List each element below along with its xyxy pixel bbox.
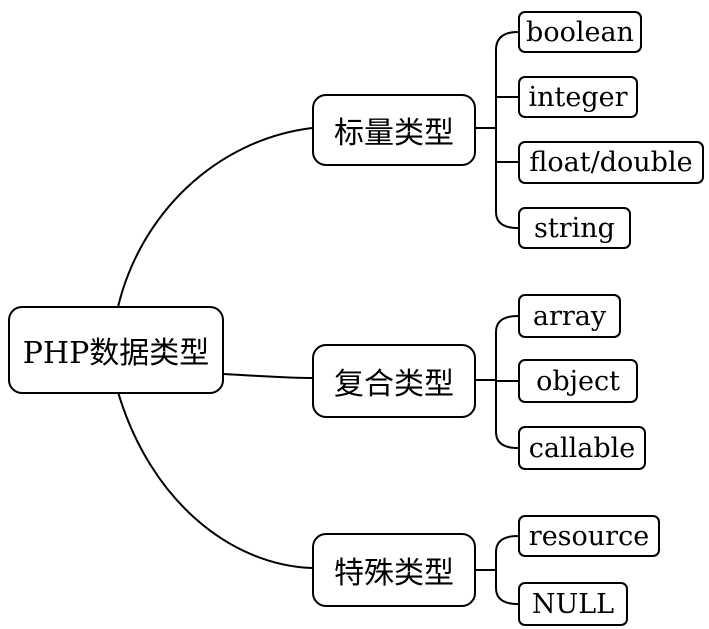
connector-root-scalar xyxy=(117,127,313,308)
leaf-boolean: boolean xyxy=(518,11,642,53)
category-compound: 复合类型 xyxy=(312,344,476,418)
connector-special-bracket xyxy=(495,535,519,605)
connector-scalar-bracket xyxy=(495,31,519,229)
root-node: PHP数据类型 xyxy=(8,306,224,394)
category-scalar: 标量类型 xyxy=(312,94,476,166)
category-special: 特殊类型 xyxy=(312,533,476,607)
connector-root-special xyxy=(117,391,313,569)
leaf-array: array xyxy=(518,294,621,338)
leaf-integer: integer xyxy=(518,76,638,118)
leaf-resource: resource xyxy=(518,515,660,557)
leaf-callable: callable xyxy=(518,426,646,470)
leaf-string: string xyxy=(518,207,631,249)
leaf-float-double: float/double xyxy=(518,141,704,184)
leaf-null: NULL xyxy=(518,582,628,626)
connector-root-compound xyxy=(223,373,313,379)
leaf-object: object xyxy=(518,359,638,403)
